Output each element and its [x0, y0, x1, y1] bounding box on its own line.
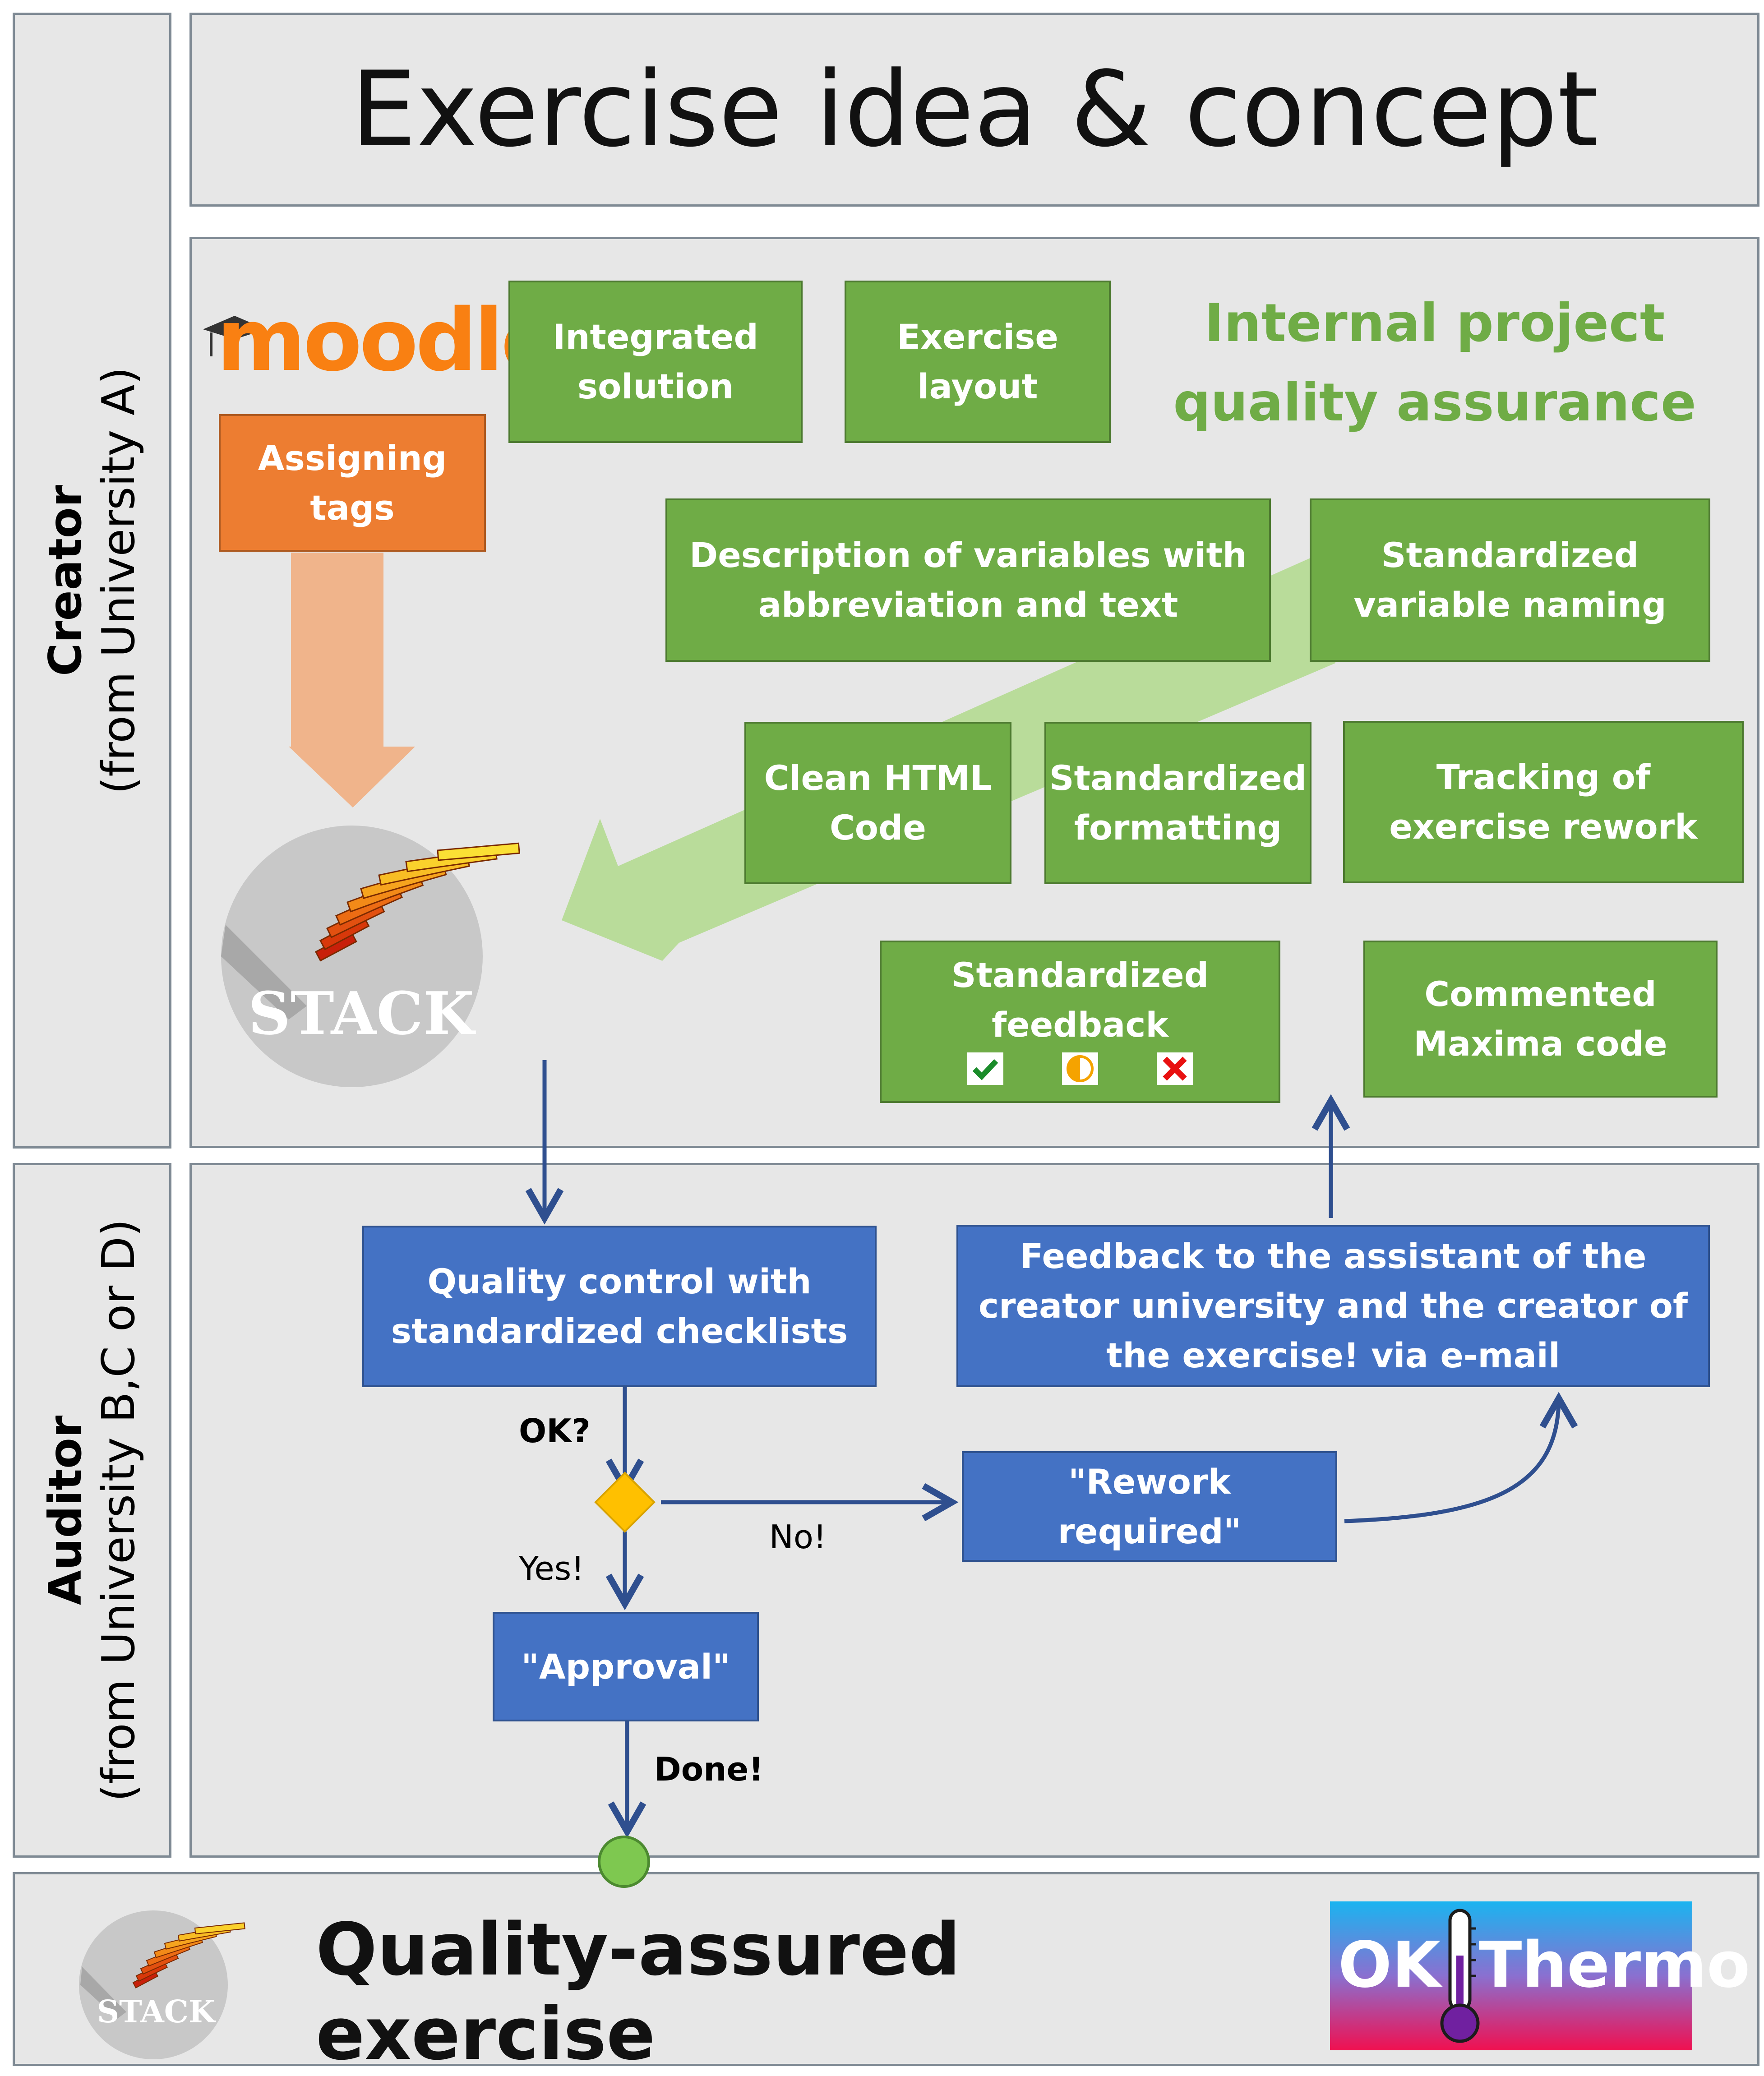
standardized-naming-box: Standardized variable naming — [1310, 498, 1710, 662]
feedback-email-box: Feedback to the assistant of the creator… — [956, 1225, 1710, 1387]
stack-wordmark: STACK — [248, 979, 474, 1048]
tags-to-stack-arrow-shape — [291, 553, 415, 807]
integrated-solution-box: Integrated solution — [508, 281, 803, 443]
approval-box: "Approval" — [493, 1612, 759, 1721]
done-label: Done! — [654, 1750, 764, 1788]
standardized-feedback-box: Standardized feedback — [880, 941, 1280, 1103]
description-variables-box: Description of variables with abbreviati… — [665, 498, 1271, 662]
okthermo-left-text: OK — [1338, 1928, 1441, 2002]
thermometer-icon — [1440, 1909, 1480, 2043]
rework-required-box: "Rework required" — [962, 1451, 1337, 1562]
qa-heading: Internal project quality assurance — [1173, 293, 1696, 433]
moodle-wordmark: moodle — [217, 291, 559, 390]
header-panel — [189, 13, 1759, 207]
footer-stack-logo: STACK — [77, 1908, 257, 2062]
quality-control-box: Quality control with standardized checkl… — [362, 1226, 877, 1387]
creator-role-panel — [13, 13, 171, 1149]
ok-label: OK? — [519, 1412, 591, 1450]
partial-icon — [1062, 1052, 1098, 1085]
okthermo-logo: OK Thermo — [1330, 1901, 1750, 2050]
standardized-formatting-box: Standardized formatting — [1044, 722, 1311, 884]
stack-small-icon — [79, 1910, 245, 2059]
commented-maxima-box: Commented Maxima code — [1363, 941, 1718, 1098]
footer-stack-wordmark: STACK — [97, 1994, 215, 2030]
yes-label: Yes! — [519, 1550, 585, 1587]
page-title: Exercise idea & concept — [351, 49, 1598, 170]
moodle-logo: moodle — [203, 289, 559, 383]
no-label: No! — [769, 1518, 827, 1556]
exercise-layout-box: Exercise layout — [845, 281, 1111, 443]
feedback-icons — [967, 1052, 1193, 1085]
okthermo-right-text: Thermo — [1479, 1928, 1750, 2002]
tracking-rework-box: Tracking of exercise rework — [1343, 721, 1744, 883]
stack-logo: STACK — [217, 826, 532, 1096]
clean-html-box: Clean HTML Code — [744, 722, 1011, 884]
standardized-feedback-label: Standardized feedback — [951, 955, 1209, 1045]
cross-icon — [1157, 1052, 1193, 1085]
auditor-role-panel — [13, 1163, 171, 1858]
check-icon — [967, 1052, 1003, 1085]
moodle-hat-icon — [203, 316, 266, 356]
stack-icon — [221, 826, 520, 1087]
assigning-tags-box: Assigning tags — [219, 414, 486, 552]
footer-result-title: Quality-assured exercise — [316, 1907, 961, 2076]
